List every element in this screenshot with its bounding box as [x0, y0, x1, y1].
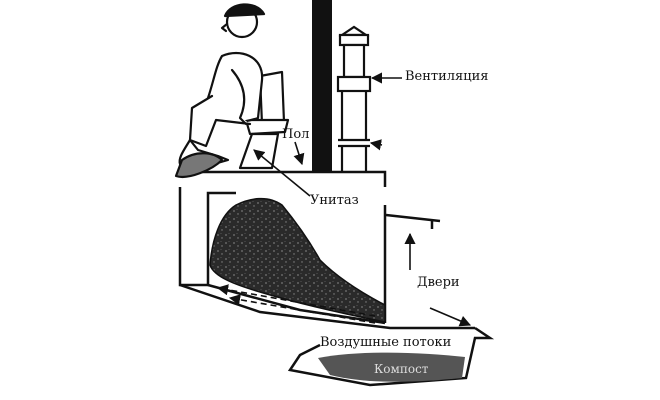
compost-chamber [178, 187, 495, 387]
door-flap [385, 213, 441, 229]
compost-bottom [318, 352, 465, 382]
label-toilet: Унитаз [310, 193, 359, 208]
label-ventilation: Вентиляция [405, 69, 489, 84]
ventilation-stack [336, 25, 372, 172]
air-flow-lines [216, 284, 376, 324]
person-on-toilet [174, 3, 290, 178]
label-arrows [253, 72, 472, 327]
label-air-flows: Воздушные потоки [320, 335, 452, 350]
compost-pile [209, 197, 386, 323]
wall-pipe [312, 0, 332, 172]
floor-line [180, 170, 387, 187]
label-floor: Пол [282, 127, 310, 142]
label-doors: Двери [417, 275, 460, 290]
label-compost: Компост [374, 362, 429, 376]
